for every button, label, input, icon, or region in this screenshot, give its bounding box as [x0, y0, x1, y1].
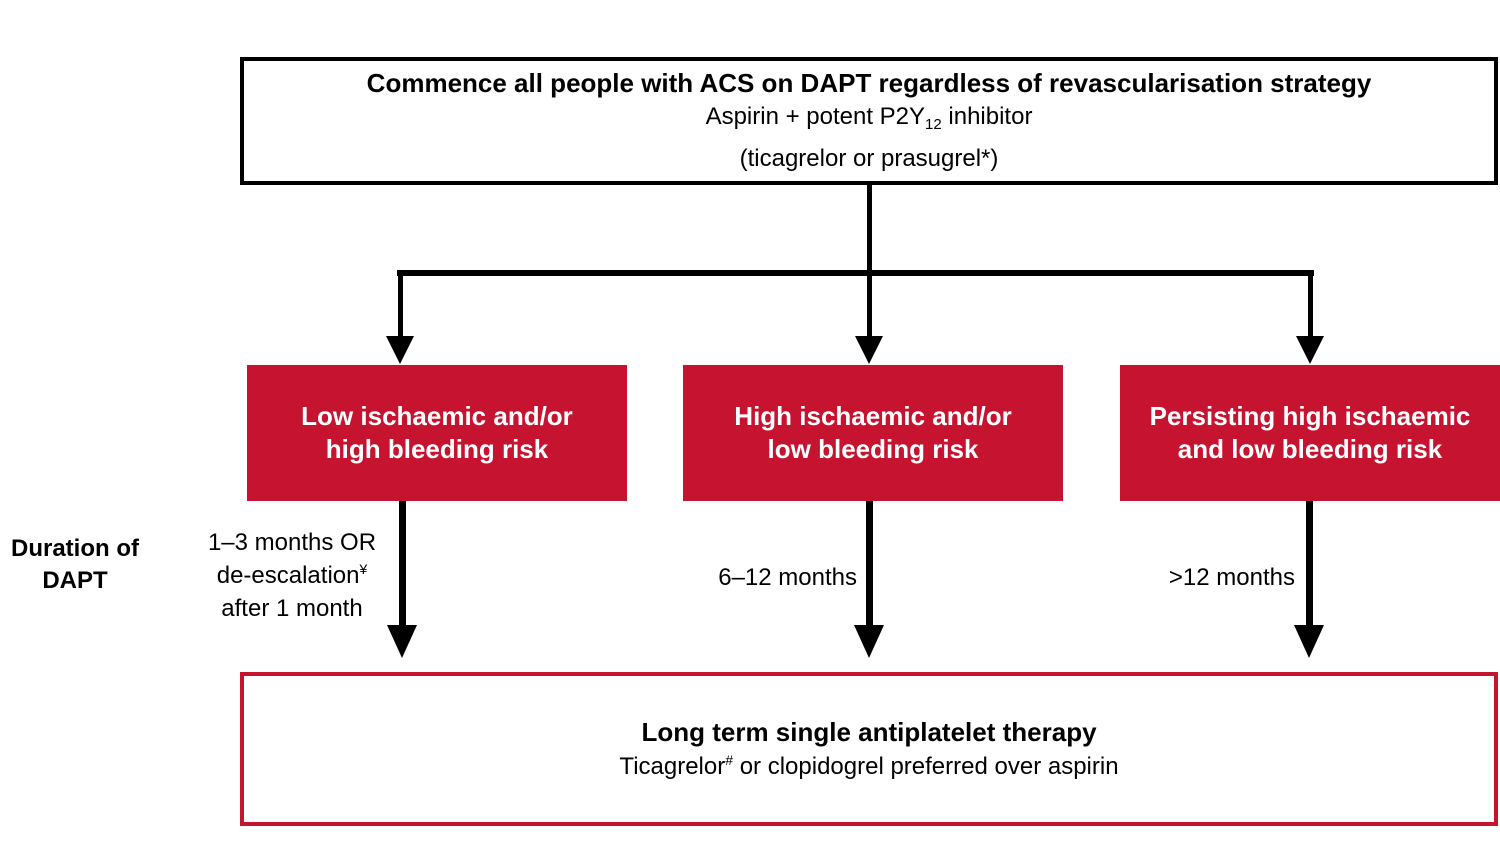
risk-box-persisting-high-ischaemic: Persisting high ischaemic and low bleedi…: [1120, 365, 1500, 501]
connector-branch-line: [397, 270, 1314, 276]
risk-box-low-ischaemic-line2: high bleeding risk: [325, 434, 549, 464]
de-escalation-superscript: ¥: [359, 561, 368, 577]
risk-box-persisting-line2: and low bleeding risk: [1177, 434, 1443, 464]
arrow-to-low-risk-shaft: [398, 274, 403, 338]
duration-1-3-months-label: 1–3 months OR de-escalation¥ after 1 mon…: [178, 526, 406, 625]
duration-de-escalation-line: de-escalation¥: [178, 559, 406, 592]
arrow-from-high-risk-head: [854, 625, 884, 658]
duration-6-12-months-label: 6–12 months: [718, 564, 857, 591]
long-term-therapy-box: Long term single antiplatelet therapy Ti…: [240, 672, 1498, 826]
arrow-from-low-risk-shaft: [399, 501, 406, 627]
arrow-to-high-risk-shaft: [867, 274, 872, 338]
arrow-to-persisting-risk-head: [1296, 336, 1324, 364]
arrow-to-low-risk-head: [386, 336, 414, 364]
de-escalation-text: de-escalation: [216, 562, 360, 589]
commence-dapt-box: Commence all people with ACS on DAPT reg…: [240, 57, 1498, 185]
inhibitor-text: inhibitor: [941, 103, 1033, 130]
arrow-from-low-risk-head: [387, 625, 417, 658]
clopidogrel-text: or clopidogrel preferred over aspirin: [733, 753, 1119, 780]
arrow-to-persisting-risk-shaft: [1308, 274, 1313, 338]
arrow-from-high-risk-shaft: [866, 501, 873, 627]
arrow-from-persisting-risk-shaft: [1306, 501, 1313, 627]
duration-1-3-months-line1: 1–3 months OR: [207, 529, 377, 556]
commence-dapt-title: Commence all people with ACS on DAPT reg…: [366, 68, 1372, 98]
duration-after-1-month-line: after 1 month: [221, 595, 363, 622]
duration-of-dapt-label: Duration of DAPT: [0, 533, 150, 597]
risk-box-low-ischaemic-line1: Low ischaemic and/or: [301, 401, 573, 431]
ticagrelor-superscript: #: [725, 752, 734, 768]
risk-box-high-ischaemic: High ischaemic and/or low bleeding risk: [683, 365, 1063, 501]
risk-box-low-ischaemic: Low ischaemic and/or high bleeding risk: [247, 365, 627, 501]
aspirin-p2y12-text: Aspirin + potent P2Y: [705, 103, 926, 130]
duration-of-dapt-label-line1: Duration of: [11, 535, 139, 562]
arrow-to-high-risk-head: [855, 336, 883, 364]
p2y12-subscript: 12: [925, 116, 942, 133]
aspirin-p2y12-line: Aspirin + potent P2Y12 inhibitor: [706, 100, 1033, 142]
ticagrelor-prasugrel-line: (ticagrelor or prasugrel*): [739, 145, 999, 172]
arrow-from-persisting-risk-head: [1294, 625, 1324, 658]
risk-box-high-ischaemic-line2: low bleeding risk: [767, 434, 979, 464]
duration-of-dapt-label-line2: DAPT: [42, 567, 108, 594]
connector-stem: [867, 185, 872, 275]
risk-box-high-ischaemic-line1: High ischaemic and/or: [734, 401, 1012, 431]
long-term-therapy-title: Long term single antiplatelet therapy: [641, 717, 1097, 747]
ticagrelor-text: Ticagrelor: [619, 753, 726, 780]
duration-over-12-months-label: >12 months: [1168, 564, 1295, 591]
ticagrelor-clopidogrel-line: Ticagrelor# or clopidogrel preferred ove…: [619, 750, 1118, 784]
risk-box-persisting-line1: Persisting high ischaemic: [1149, 401, 1471, 431]
